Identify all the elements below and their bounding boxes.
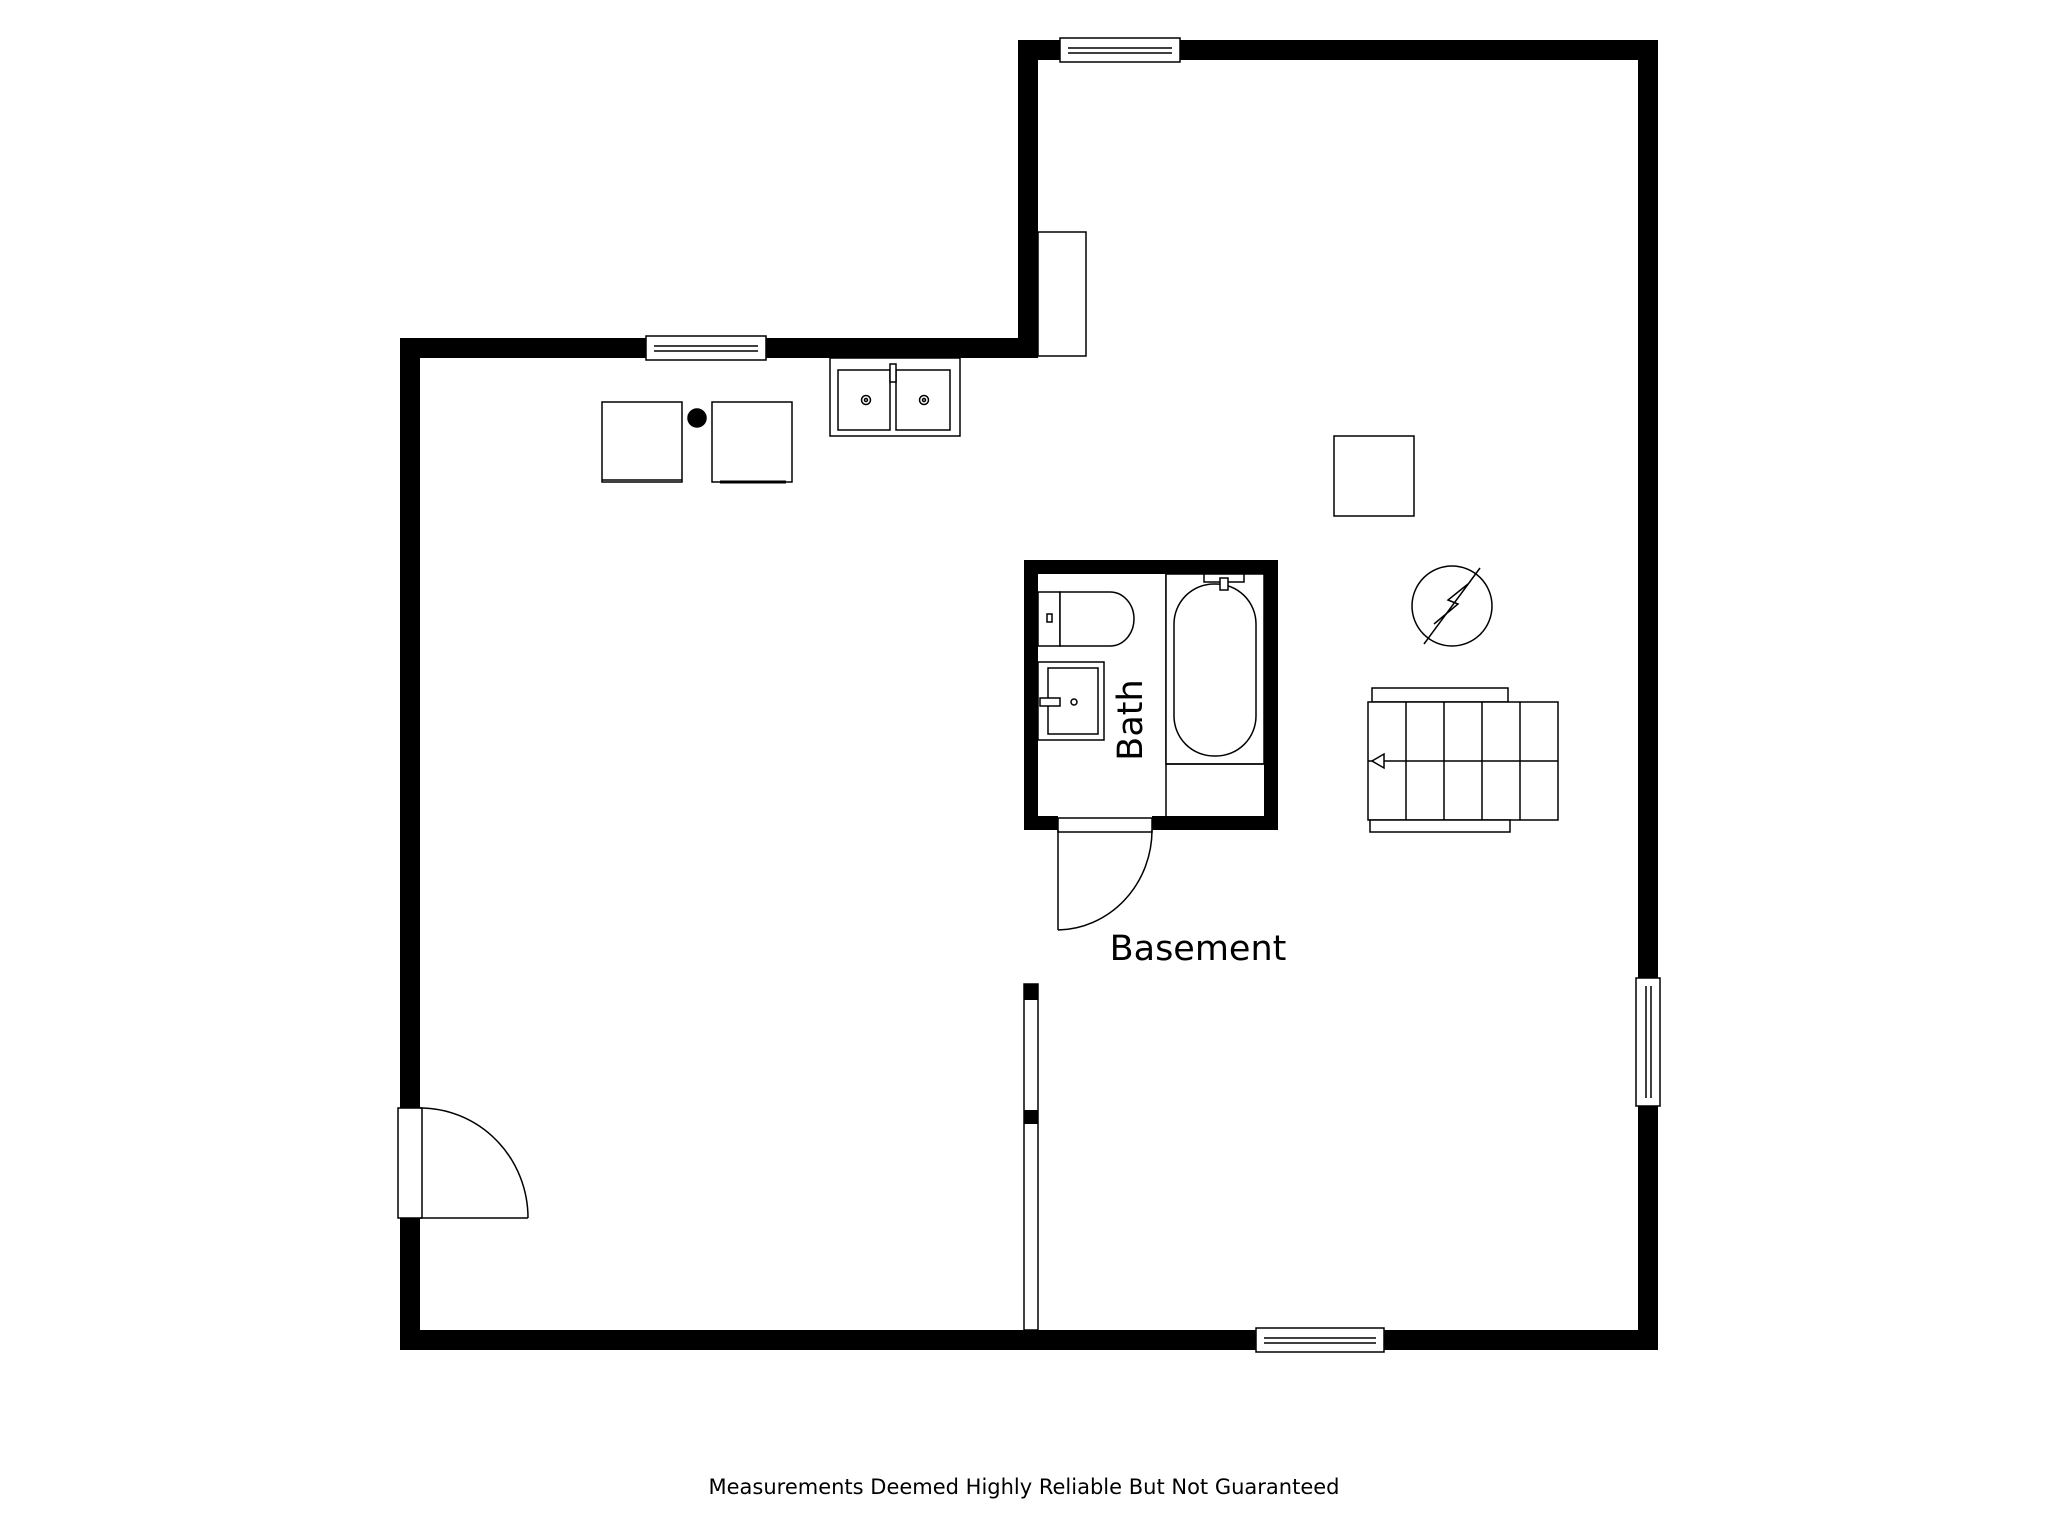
- dryer: [711, 401, 793, 483]
- wall-right: [1638, 40, 1658, 1350]
- exterior-door-left: [397, 1107, 529, 1219]
- laundry-double-sink: [829, 357, 961, 437]
- bath-fixtures: [1037, 573, 1265, 816]
- wall-step-vertical: [1018, 40, 1038, 358]
- water-heater-icon: [1333, 435, 1415, 517]
- floor-drain: [687, 408, 707, 428]
- window-right: [1635, 977, 1661, 1107]
- bathroom-walls: [1024, 560, 1278, 830]
- wall-chase: [1037, 231, 1087, 357]
- bath-sink: [1037, 661, 1105, 741]
- room-label-basement: Basement: [1110, 929, 1287, 969]
- door-opening: [397, 1107, 423, 1219]
- wall-left: [400, 338, 420, 1350]
- laundry-area: [601, 401, 793, 484]
- bath-door: [1057, 817, 1153, 931]
- stairs-direction-arrow-icon: [1370, 752, 1385, 770]
- room-label-bath: Bath: [1111, 679, 1151, 760]
- windows: [645, 37, 1661, 1353]
- washer: [601, 401, 683, 483]
- wall-bottom: [400, 1330, 1658, 1350]
- electrical-panel-icon: [1411, 565, 1493, 647]
- disclaimer-text: Measurements Deemed Highly Reliable But …: [708, 1475, 1339, 1499]
- window-bottom: [1255, 1327, 1385, 1353]
- stairs: [1367, 687, 1559, 833]
- window-top-left: [645, 335, 767, 361]
- interior-partition: [1023, 983, 1039, 1331]
- bathtub: [1165, 573, 1265, 765]
- toilet: [1037, 591, 1135, 647]
- window-top-right: [1059, 37, 1181, 63]
